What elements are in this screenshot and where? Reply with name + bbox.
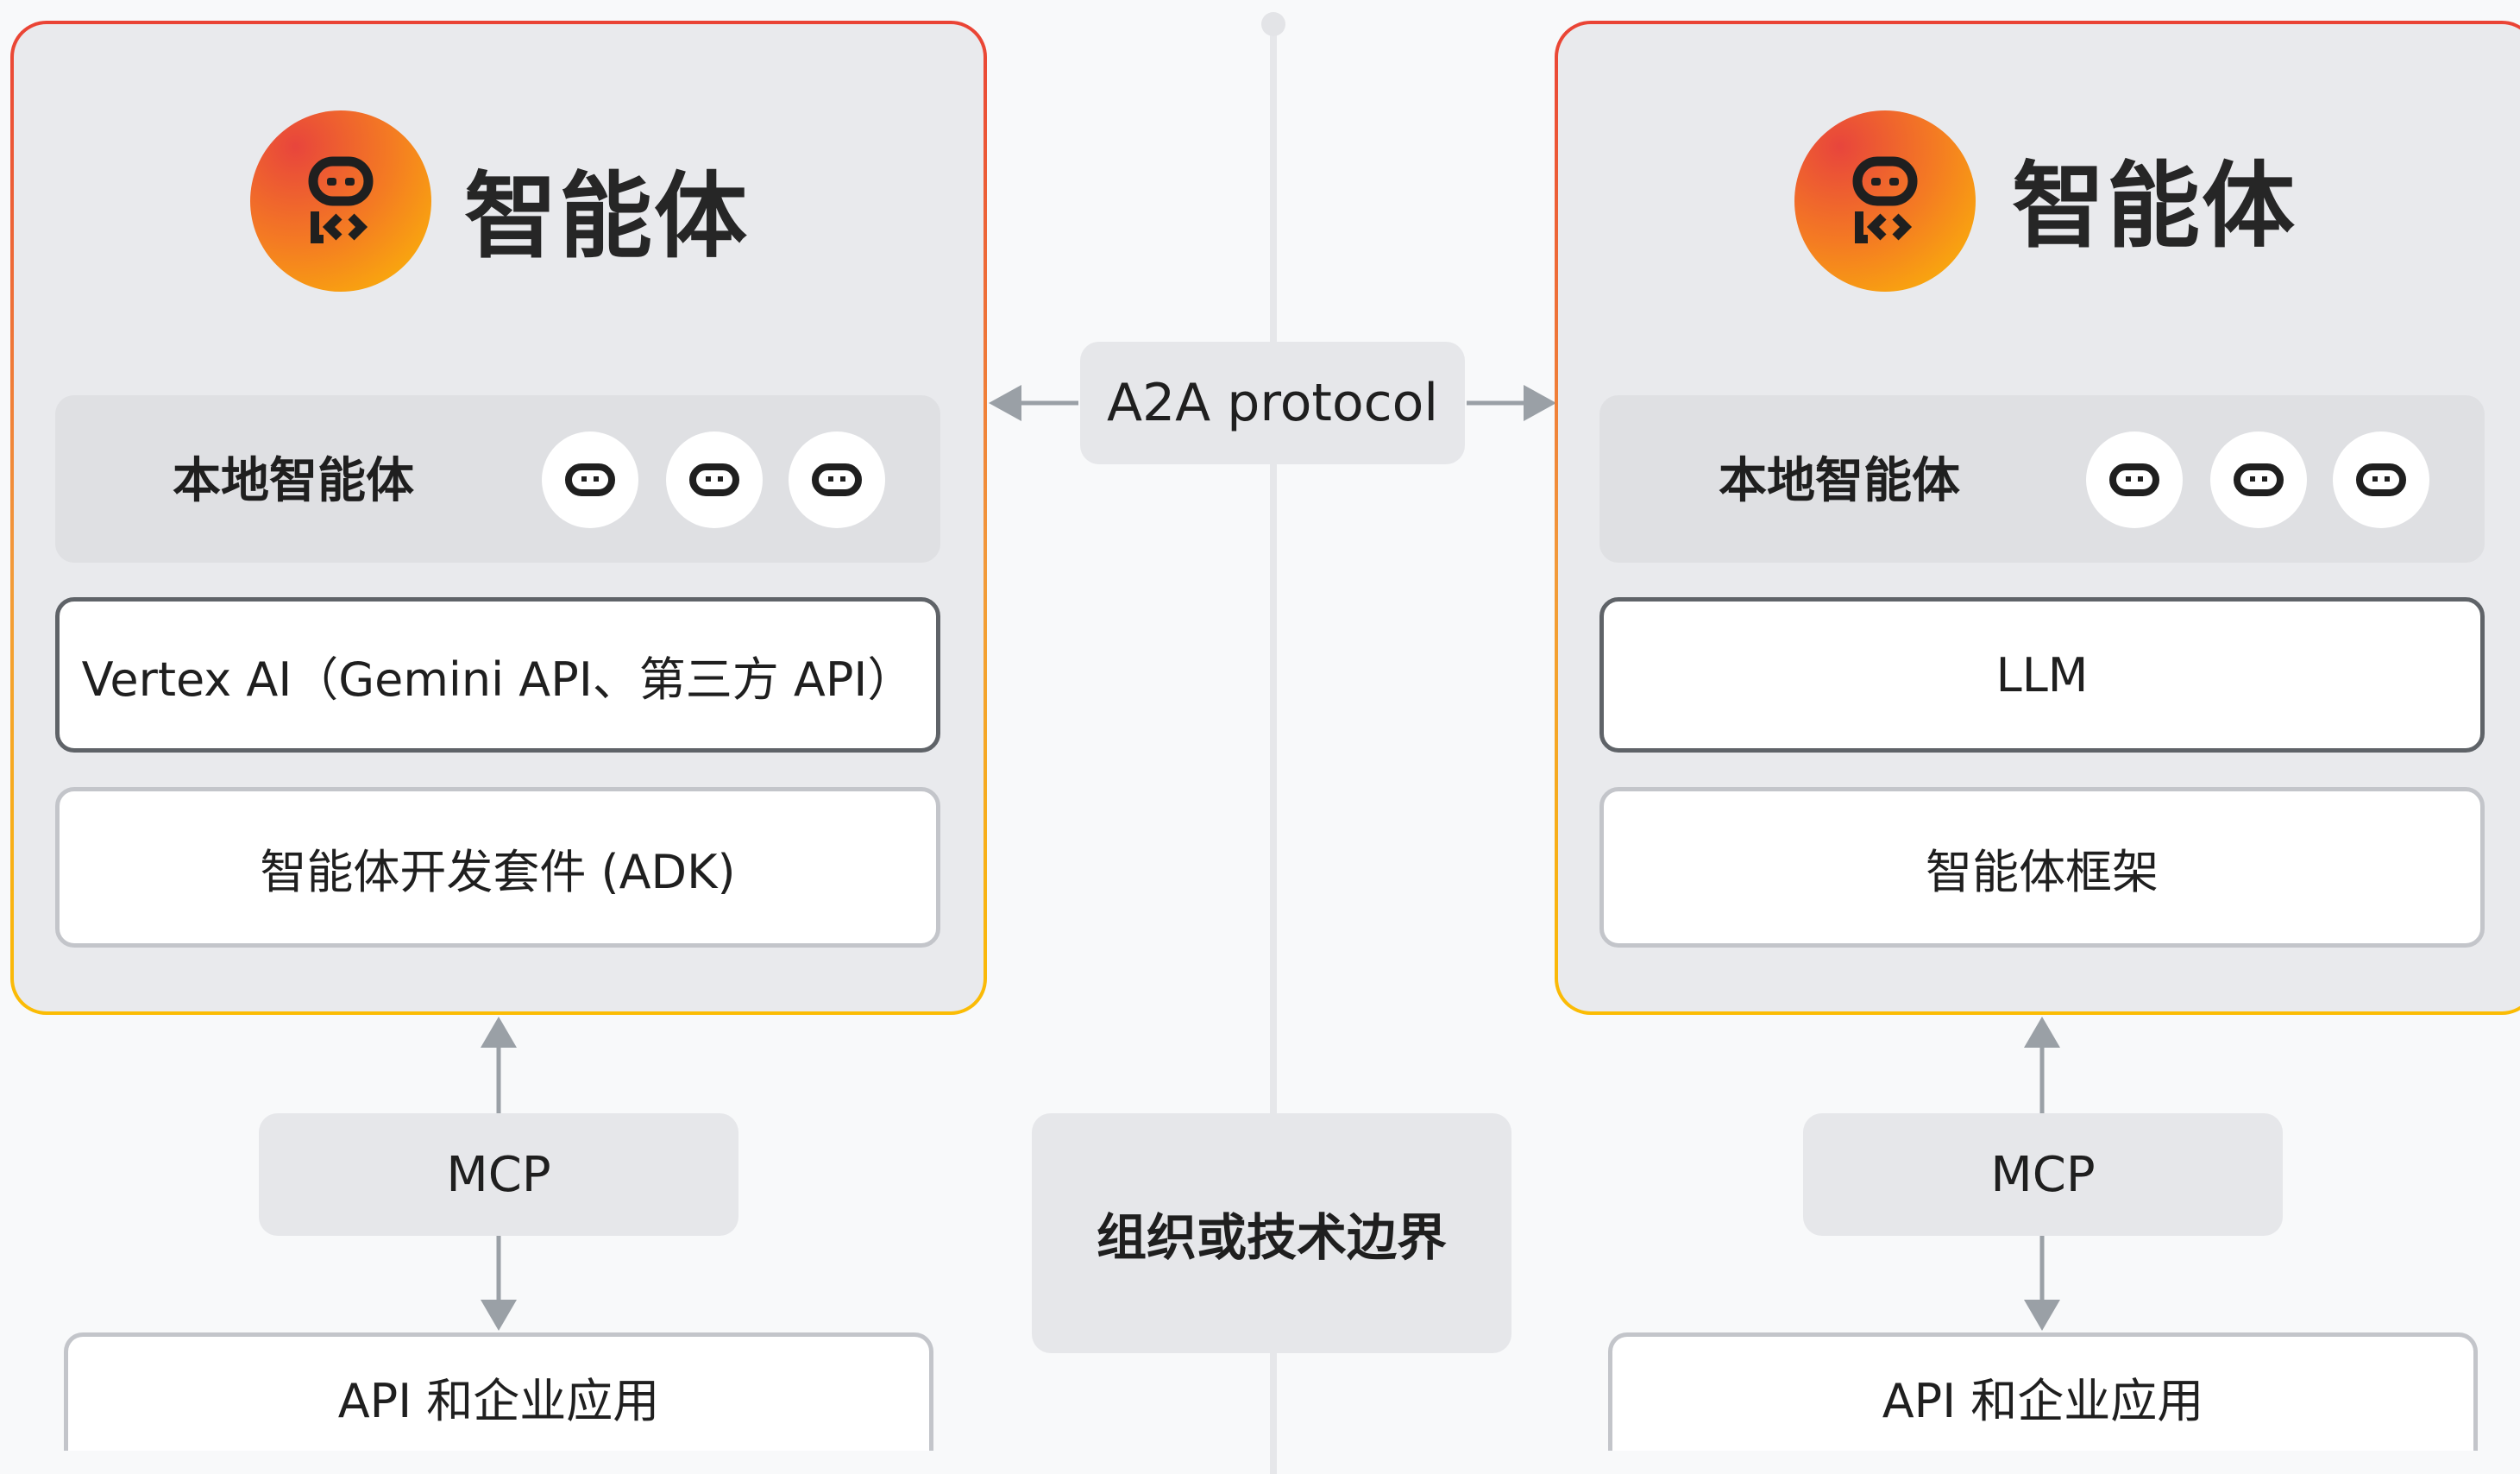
right-local-agents-label: 本地智能体 — [1719, 453, 1960, 509]
boundary-divider-line — [1270, 24, 1277, 1474]
agent-logo-icon — [250, 110, 431, 292]
bot-icon — [2210, 431, 2307, 528]
left-mcp-arrow-down-head — [481, 1300, 517, 1331]
bot-icon — [666, 431, 763, 528]
boundary-label: 组织或技术边界 — [1032, 1113, 1511, 1353]
left-framework-box: 智能体开发套件 (ADK) — [55, 787, 940, 948]
bot-icon — [542, 431, 638, 528]
a2a-protocol-label: A2A protocol — [1080, 342, 1465, 464]
left-mcp-arrow-up-head — [481, 1017, 517, 1048]
agent-logo-icon — [1794, 110, 1976, 292]
right-mcp-label: MCP — [1803, 1113, 2283, 1236]
bot-icon — [789, 431, 885, 528]
left-apps-box: API 和企业应用 — [64, 1332, 933, 1451]
right-mcp-arrow-down-head — [2024, 1300, 2060, 1331]
left-mcp-label: MCP — [259, 1113, 738, 1236]
left-agent-title: 智能体 — [464, 163, 750, 271]
a2a-arrow-right-head — [1524, 385, 1556, 421]
a2a-arrow-left-head — [989, 385, 1021, 421]
right-mcp-arrow-up-head — [2024, 1017, 2060, 1048]
left-local-agents-label: 本地智能体 — [173, 453, 414, 509]
bot-icon — [2333, 431, 2429, 528]
boundary-divider-top-dot — [1261, 12, 1285, 36]
right-framework-box: 智能体框架 — [1599, 787, 2485, 948]
right-apps-box: API 和企业应用 — [1608, 1332, 2478, 1451]
left-model-box: Vertex AI（Gemini API、第三方 API） — [55, 597, 940, 753]
bot-icon — [2086, 431, 2183, 528]
right-model-box: LLM — [1599, 597, 2485, 753]
right-agent-title: 智能体 — [2012, 153, 2297, 261]
